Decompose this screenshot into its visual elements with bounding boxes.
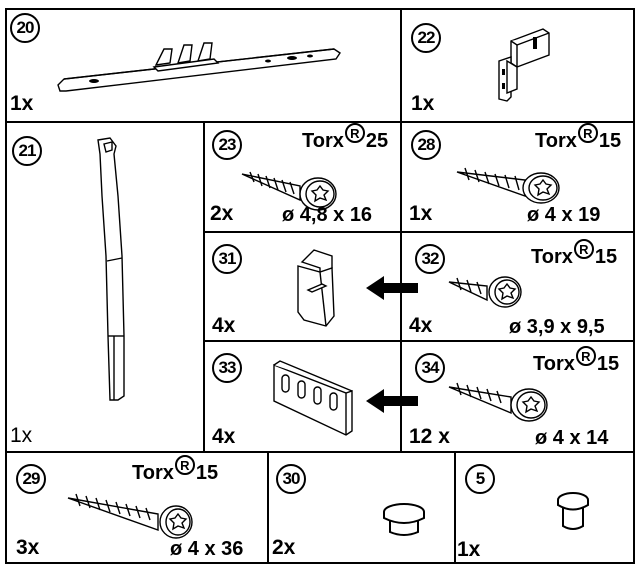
- left-arrow-icon: [366, 276, 418, 300]
- quantity-label: 1x: [411, 92, 435, 115]
- torx-screw-icon: [241, 171, 337, 211]
- part-number-badge: 33: [212, 353, 242, 383]
- part-number-badge: 29: [16, 464, 46, 494]
- quantity-label: 1x: [409, 202, 433, 225]
- dimension-label: ø 4 x 14: [535, 427, 609, 449]
- torx-screw-icon: [67, 493, 193, 539]
- part-number-badge: 5: [465, 464, 495, 494]
- torx-text: Torx: [535, 130, 577, 152]
- torx-text: Torx: [533, 353, 575, 375]
- rail-bracket-drawing: [57, 42, 341, 92]
- registered-mark: R: [174, 455, 195, 475]
- quantity-label: 3x: [16, 536, 40, 559]
- registered-mark: R: [575, 346, 596, 366]
- slotted-plate-drawing: [273, 360, 353, 436]
- torx-size: 15: [598, 130, 622, 152]
- part-number-badge: 23: [212, 130, 242, 160]
- quantity-label: 4x: [409, 314, 433, 337]
- dimension-label: ø 4,8 x 16: [282, 204, 373, 226]
- part-number-badge: 21: [12, 136, 42, 166]
- torx-size: 25: [365, 130, 389, 152]
- hinge-bracket-drawing: [498, 28, 550, 102]
- left-arrow-icon: [366, 389, 418, 413]
- quantity-label: 4x: [212, 425, 236, 448]
- quantity-label: 1x: [10, 92, 34, 115]
- quantity-label: 12 x: [409, 425, 450, 448]
- cover-cap-icon: [383, 503, 425, 536]
- torx-text: Torx: [132, 462, 174, 484]
- curved-profile-drawing: [97, 137, 125, 401]
- torx-text: Torx: [531, 246, 573, 268]
- part-number-badge: 28: [411, 130, 441, 160]
- part-20-cell: 20 1x: [6, 9, 401, 122]
- torx-screw-icon: [448, 382, 548, 422]
- quantity-label: 1x: [10, 424, 33, 447]
- part-number-badge: 32: [415, 244, 445, 274]
- quantity-label: 2x: [272, 536, 296, 559]
- torx-text: Torx: [302, 130, 344, 152]
- quantity-label: 2x: [210, 202, 234, 225]
- torx-screw-icon: [448, 276, 522, 308]
- registered-mark: R: [573, 239, 594, 259]
- part-number-badge: 34: [415, 353, 445, 383]
- part-21-cell: 21 1x: [6, 122, 204, 452]
- part-31-cell: 31 4x: [204, 232, 418, 341]
- dimension-label: ø 3,9 x 9,5: [509, 316, 605, 338]
- dimension-label: ø 4 x 19: [527, 204, 601, 226]
- torx-size: 15: [195, 462, 219, 484]
- part-22-cell: 22 1x: [401, 9, 634, 122]
- part-number-badge: 22: [411, 23, 441, 53]
- registered-mark: R: [344, 123, 365, 143]
- part-33-cell: 33 4x: [204, 341, 418, 452]
- torx-screw-icon: [456, 167, 560, 204]
- torx-size: 15: [596, 353, 620, 375]
- registered-mark: R: [577, 123, 598, 143]
- dimension-label: ø 4 x 36: [170, 538, 244, 560]
- clip-drawing: [297, 249, 335, 327]
- quantity-label: 4x: [212, 314, 236, 337]
- quantity-label: 1x: [457, 538, 481, 561]
- part-5-cell: 5 1x: [455, 452, 634, 563]
- cover-cap-icon: [557, 492, 589, 530]
- torx-size: 15: [594, 246, 618, 268]
- part-number-badge: 20: [10, 13, 40, 43]
- part-30-cell: 30 2x: [268, 452, 455, 563]
- part-number-badge: 30: [276, 464, 306, 494]
- part-number-badge: 31: [212, 244, 242, 274]
